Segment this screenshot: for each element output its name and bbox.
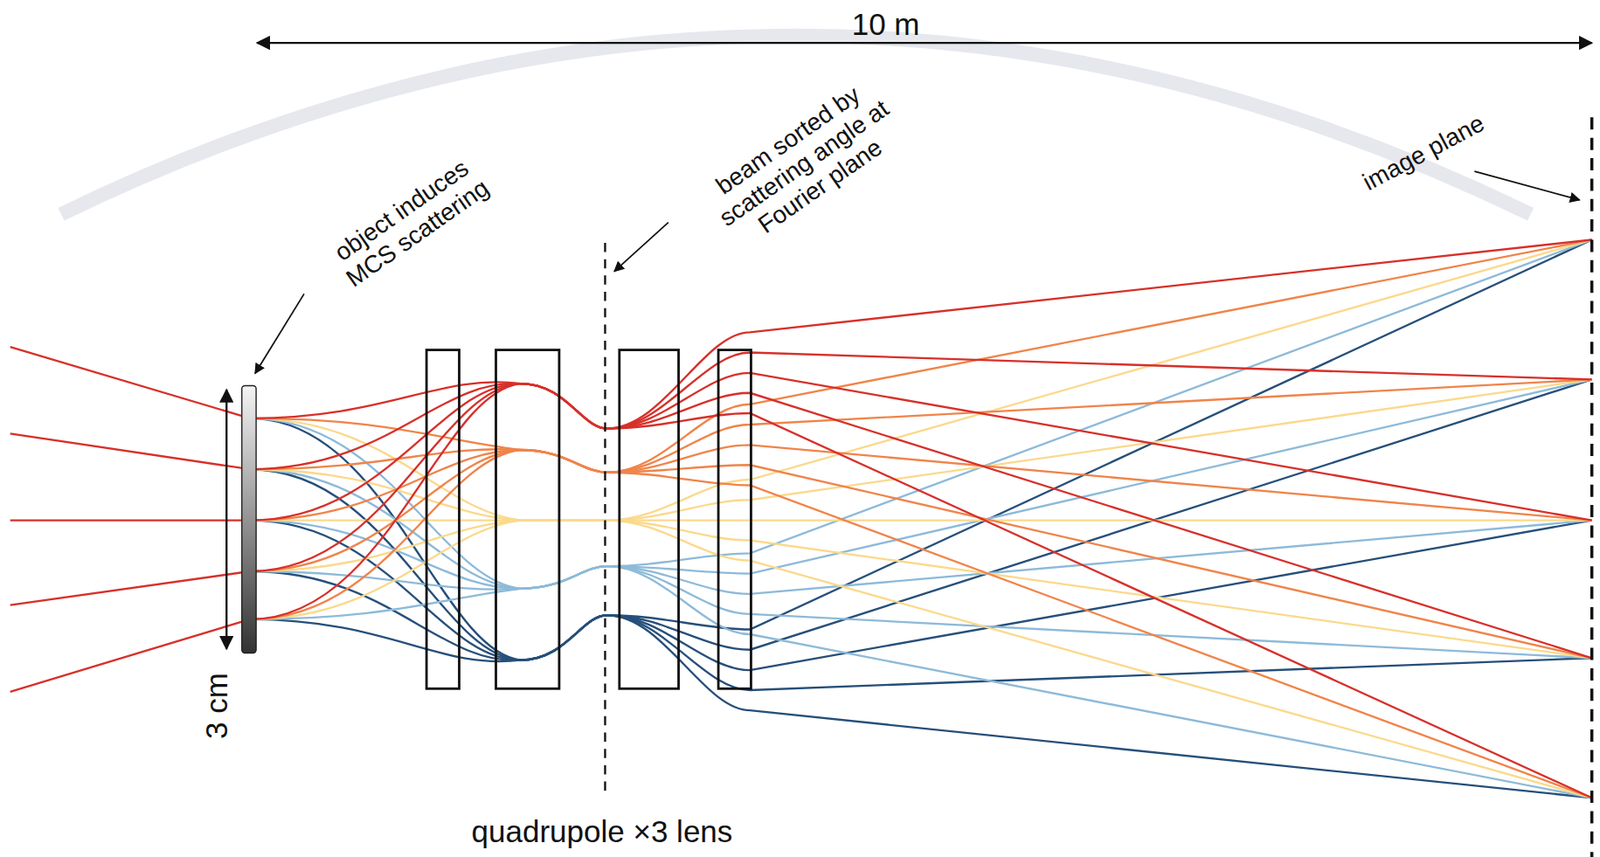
size-arrow bbox=[225, 389, 228, 650]
ray bbox=[249, 383, 1593, 659]
object-note: object induces MCS scattering bbox=[310, 140, 511, 305]
quadrupole-lens bbox=[426, 350, 751, 690]
ray bbox=[249, 353, 1593, 572]
ray bbox=[249, 373, 1593, 521]
leader-line bbox=[255, 293, 305, 374]
ray bbox=[249, 449, 1593, 659]
ray bbox=[249, 239, 1593, 619]
ray bbox=[249, 444, 1593, 520]
ray bbox=[249, 239, 1593, 662]
lens-label: quadrupole ×3 lens bbox=[471, 814, 734, 850]
ray bbox=[249, 520, 1593, 595]
fourier-note: beam sorted by scattering angle at Fouri… bbox=[690, 65, 919, 261]
length-arrow bbox=[256, 41, 1592, 44]
ray bbox=[10, 346, 250, 419]
ray bbox=[249, 239, 1593, 619]
image-plane-line bbox=[1590, 117, 1594, 857]
ray bbox=[249, 239, 1593, 619]
ray-bundle bbox=[10, 239, 1593, 798]
ray bbox=[249, 519, 1593, 521]
ray bbox=[249, 239, 1593, 619]
ray bbox=[249, 379, 1593, 572]
object-plate bbox=[242, 385, 257, 653]
ray bbox=[10, 433, 250, 470]
ray bbox=[249, 381, 1593, 798]
ray bbox=[249, 418, 1593, 798]
ray bbox=[10, 571, 250, 606]
ray bbox=[249, 469, 1593, 659]
size-label: 3 cm bbox=[198, 672, 234, 740]
ray bbox=[249, 379, 1593, 660]
leader-line bbox=[614, 222, 669, 272]
ray bbox=[10, 519, 250, 521]
fourier-plane bbox=[603, 242, 606, 791]
ray bbox=[249, 379, 1593, 572]
ray bbox=[249, 469, 1593, 659]
leader-line bbox=[1474, 171, 1580, 201]
length-label: 10 m bbox=[851, 6, 921, 42]
